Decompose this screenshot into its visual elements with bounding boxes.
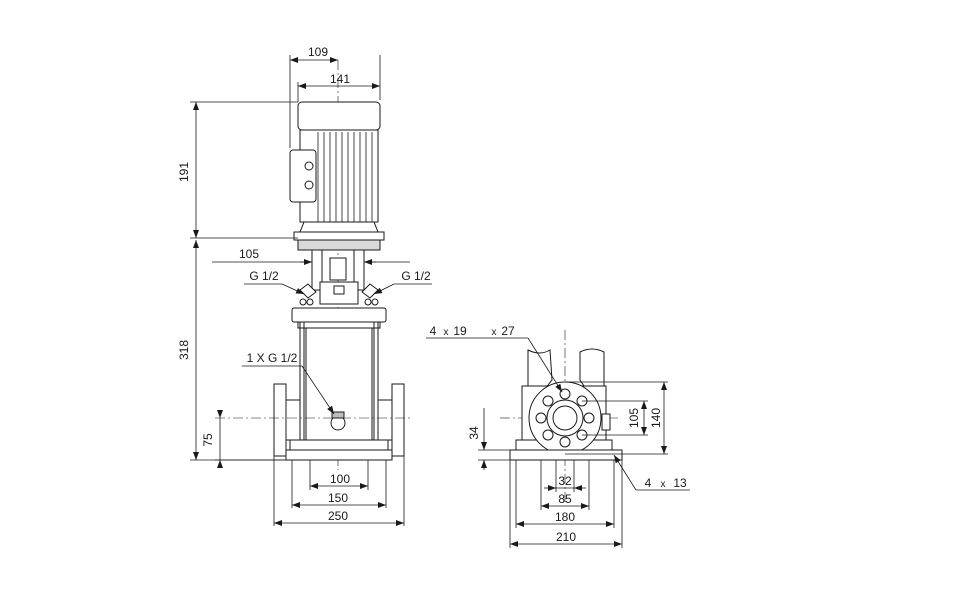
callout-drain: 1 X G 1/2 bbox=[242, 351, 335, 415]
dim-250: 250 bbox=[273, 456, 405, 526]
side-base-foot bbox=[509, 449, 623, 461]
side-view: 4 x 19 x 27 105 140 34 bbox=[426, 324, 690, 548]
motor-top-cap bbox=[297, 101, 381, 131]
bolt-hole bbox=[559, 388, 571, 400]
motor bbox=[289, 101, 385, 241]
dim-105-front: 105 bbox=[212, 247, 410, 265]
base-d13: 13 bbox=[673, 476, 687, 490]
outlet-pipe-right bbox=[377, 399, 393, 441]
flange-right bbox=[391, 383, 405, 457]
bolt-hole bbox=[542, 429, 554, 441]
dim-32-label: 32 bbox=[558, 474, 572, 488]
dim-105-front-label: 105 bbox=[239, 247, 259, 261]
base-foot bbox=[285, 449, 393, 461]
dim-105-side-label: 105 bbox=[627, 408, 641, 428]
holes-x2: x bbox=[492, 327, 497, 338]
callout-g-right: G 1/2 bbox=[373, 269, 432, 295]
dim-34: 34 bbox=[467, 408, 516, 470]
dim-180: 180 bbox=[515, 460, 615, 528]
dim-150: 150 bbox=[291, 460, 387, 508]
dim-34-label: 34 bbox=[467, 426, 481, 440]
dim-191: 191 bbox=[177, 101, 298, 239]
dim-318-label: 318 bbox=[177, 340, 191, 360]
motor-flange bbox=[293, 231, 385, 241]
base-x: x bbox=[661, 479, 666, 490]
coupling-lantern bbox=[291, 239, 387, 329]
g-left-label: G 1/2 bbox=[249, 269, 279, 283]
dim-250-label: 250 bbox=[328, 509, 348, 523]
holes-x: x bbox=[444, 327, 449, 338]
dim-100: 100 bbox=[309, 460, 369, 490]
dim-32: 32 bbox=[544, 460, 586, 492]
base-top bbox=[289, 439, 389, 451]
dim-141-label: 141 bbox=[330, 72, 350, 86]
holes-count: 4 bbox=[430, 324, 437, 338]
inlet-pipe-left bbox=[285, 399, 301, 441]
bolt-hole bbox=[583, 412, 595, 424]
drain-label: 1 X G 1/2 bbox=[247, 351, 298, 365]
pump-sleeve bbox=[299, 322, 379, 442]
bolt-hole bbox=[535, 412, 547, 424]
dim-105-side: 105 bbox=[582, 400, 648, 436]
dim-85-label: 85 bbox=[558, 492, 572, 506]
vent-plug-left bbox=[299, 283, 317, 299]
dim-210: 210 bbox=[509, 460, 623, 548]
dim-140: 140 bbox=[565, 381, 668, 455]
dim-140-label: 140 bbox=[649, 408, 663, 428]
dim-180-label: 180 bbox=[555, 510, 575, 524]
base-count: 4 bbox=[645, 476, 652, 490]
dim-109-label: 109 bbox=[308, 45, 328, 59]
dim-109: 109 bbox=[289, 45, 381, 148]
pump-head bbox=[291, 307, 387, 323]
dim-141: 141 bbox=[297, 72, 380, 102]
dim-191-label: 191 bbox=[177, 162, 191, 182]
lantern-top bbox=[297, 239, 381, 251]
bolt-hole bbox=[559, 436, 571, 448]
g-right-label: G 1/2 bbox=[401, 269, 431, 283]
holes-d19: 19 bbox=[453, 324, 467, 338]
dim-210-label: 210 bbox=[556, 530, 576, 544]
flange-left bbox=[273, 383, 287, 457]
pump-base bbox=[215, 383, 410, 461]
callout-base-holes: 4 x 13 bbox=[613, 454, 690, 491]
dim-75: 75 bbox=[201, 410, 290, 468]
holes-d27: 27 bbox=[501, 324, 515, 338]
dim-150-label: 150 bbox=[328, 491, 348, 505]
bolt-hole bbox=[542, 395, 554, 407]
callout-g-left: G 1/2 bbox=[244, 269, 305, 295]
front-view: 109 141 191 318 75 bbox=[177, 45, 432, 526]
terminal-box bbox=[289, 149, 317, 203]
dim-75-label: 75 bbox=[201, 433, 215, 447]
callout-holes: 4 x 19 x 27 bbox=[426, 324, 563, 393]
dim-85: 85 bbox=[540, 460, 590, 510]
dim-100-label: 100 bbox=[330, 472, 350, 486]
